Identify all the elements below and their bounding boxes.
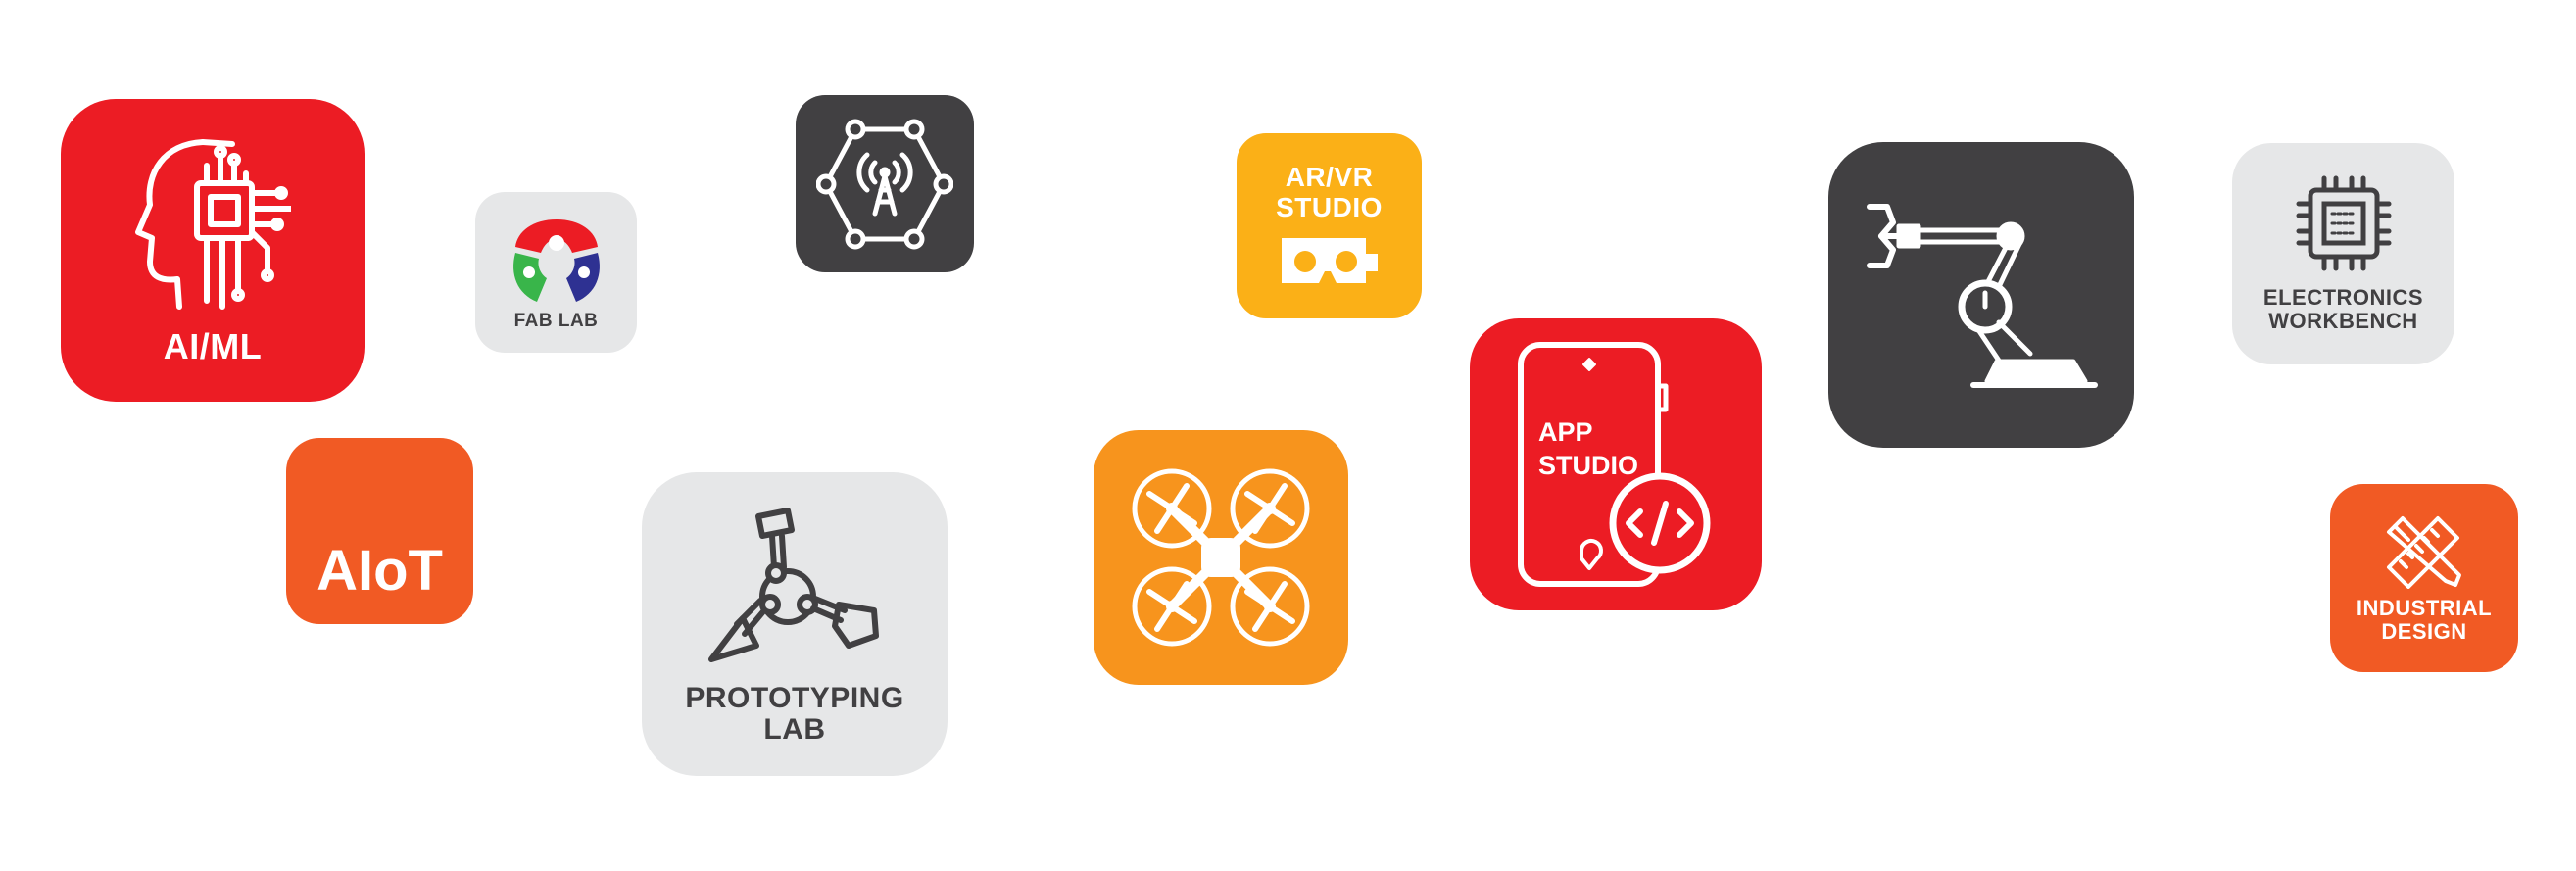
tile-network[interactable] xyxy=(796,95,974,272)
tile-ar-vr-studio[interactable]: AR/VR STUDIO xyxy=(1237,133,1422,318)
tile-fab-lab-label: FAB LAB xyxy=(513,310,599,331)
tile-app-studio-line2: STUDIO xyxy=(1538,451,1638,480)
tile-app-studio-line1: APP xyxy=(1538,417,1593,447)
fab-lab-logo-icon xyxy=(508,214,606,308)
microchip-icon xyxy=(2295,174,2393,272)
pencil-ruler-icon xyxy=(2383,512,2465,590)
robotic-arm-icon xyxy=(1864,197,2099,393)
tile-ar-vr-studio-label: AR/VR STUDIO xyxy=(1276,162,1383,222)
tile-electronics-workbench-label: ELECTRONICS WORKBENCH xyxy=(2262,285,2424,333)
tile-aiot[interactable]: AIoT xyxy=(286,438,473,624)
ai-head-chip-icon xyxy=(134,134,291,311)
tile-industrial-design-label: INDUSTRIAL DESIGN xyxy=(2356,596,2493,644)
tile-electronics-workbench[interactable]: ELECTRONICS WORKBENCH xyxy=(2232,143,2454,364)
tile-drone[interactable] xyxy=(1094,430,1348,685)
tile-prototyping-lab[interactable]: PROTOTYPING LAB xyxy=(642,472,948,776)
drone-icon xyxy=(1128,464,1314,651)
tile-fab-lab[interactable]: FAB LAB xyxy=(475,192,637,353)
tile-ai-ml-label: AI/ML xyxy=(163,326,263,367)
phone-code-icon: APP STUDIO xyxy=(1503,337,1728,592)
tile-industrial-design[interactable]: INDUSTRIAL DESIGN xyxy=(2330,484,2518,672)
tile-robotics[interactable] xyxy=(1828,142,2134,448)
network-tower-icon xyxy=(816,116,953,253)
tile-app-studio[interactable]: APP STUDIO xyxy=(1470,318,1762,610)
tile-ai-ml[interactable]: AI/ML xyxy=(61,99,365,402)
vr-headset-icon xyxy=(1276,232,1384,289)
tile-prototyping-lab-label: PROTOTYPING LAB xyxy=(685,681,904,746)
tile-aiot-label: AIoT xyxy=(316,539,443,604)
prototype-robot-icon xyxy=(702,503,888,669)
